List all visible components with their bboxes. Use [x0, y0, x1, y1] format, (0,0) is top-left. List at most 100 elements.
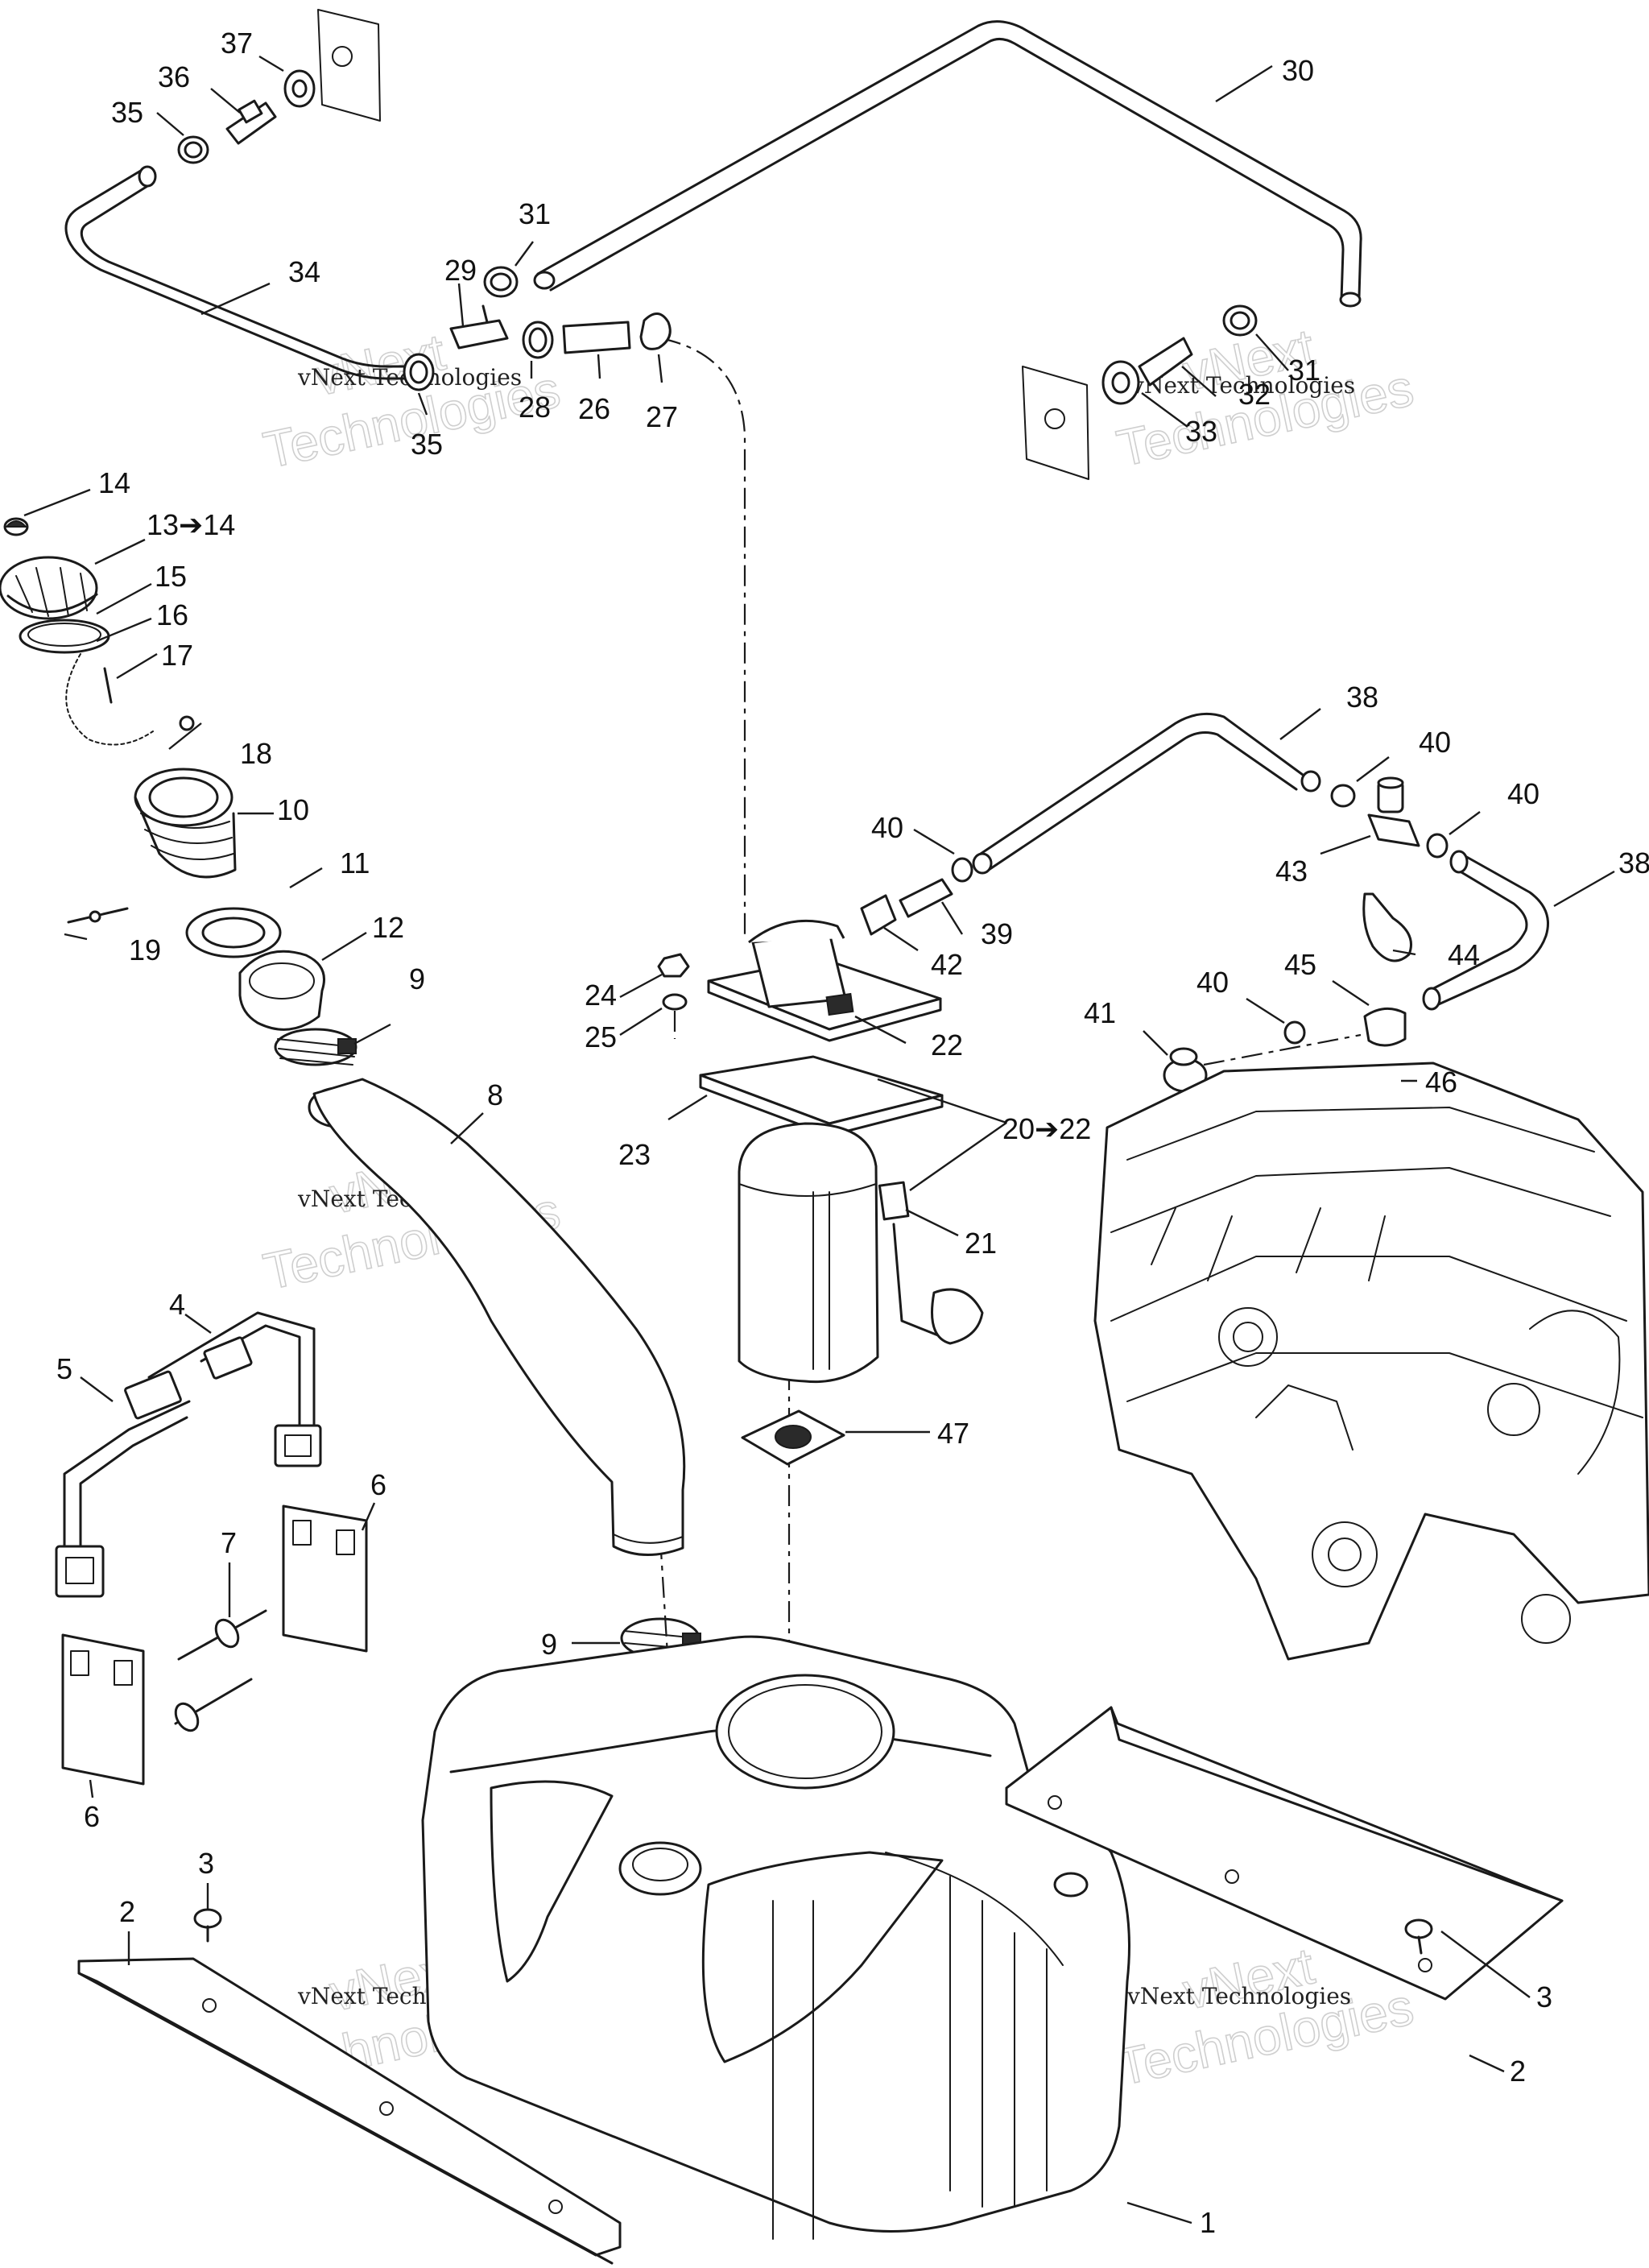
fuel-pump-module [657, 919, 984, 1466]
callout-37: 37 [221, 27, 253, 60]
bracket-6-upper [282, 1504, 368, 1653]
callout-27: 27 [646, 400, 678, 433]
callout-39: 39 [981, 917, 1013, 950]
callout-31-top: 31 [519, 197, 551, 230]
fuel-tank-1 [421, 1635, 1130, 2240]
callout-3-right: 3 [1536, 1980, 1552, 2013]
callout-19: 19 [129, 933, 161, 966]
nut-24 [657, 953, 690, 978]
callout-16: 16 [156, 598, 188, 631]
callout-43: 43 [1275, 855, 1308, 888]
bracket-6-lower [61, 1633, 145, 1786]
callout-40-left: 40 [871, 811, 903, 844]
clamp-40-lower [1283, 1020, 1306, 1045]
engine-block [1093, 1062, 1649, 1661]
tank-straps [55, 1311, 701, 1786]
callout-1: 1 [1200, 2206, 1216, 2239]
clamp-27 [639, 312, 672, 350]
clamp-40-left [951, 857, 973, 883]
callout-41: 41 [1084, 996, 1116, 1029]
callout-38-top: 38 [1346, 681, 1378, 714]
callout-7: 7 [221, 1526, 237, 1559]
cable-tie-44 [1362, 892, 1412, 962]
fuel-supply-line [860, 712, 1549, 1093]
callout-29: 29 [444, 254, 477, 287]
callout-15: 15 [155, 560, 187, 593]
callout-33: 33 [1185, 415, 1217, 448]
callout-3-left: 3 [198, 1847, 214, 1880]
callout-44: 44 [1448, 938, 1480, 971]
mounting-rails [77, 1706, 1564, 2265]
strap-5 [63, 1400, 191, 1548]
callout-40-lower: 40 [1196, 966, 1229, 999]
callout-40-top: 40 [1419, 726, 1451, 759]
callout-23: 23 [618, 1138, 651, 1171]
callout-28: 28 [519, 391, 551, 424]
callout-13-to-14: 13➔14 [147, 508, 235, 541]
vent-hose-34 [64, 168, 412, 380]
float-arm [892, 1223, 944, 1339]
callout-18: 18 [240, 737, 272, 770]
callout-31-right: 31 [1288, 354, 1320, 387]
callout-6-lower: 6 [84, 1800, 100, 1833]
callout-46: 46 [1425, 1066, 1457, 1099]
t-fitting-29 [449, 319, 509, 350]
callout-22: 22 [931, 1028, 963, 1062]
callout-40-right: 40 [1507, 777, 1539, 810]
tee-fitting-43 [1367, 813, 1420, 847]
clamp-40-top [1330, 784, 1356, 808]
washer-25 [662, 993, 688, 1011]
callout-35-upper: 35 [111, 96, 143, 129]
screw-17 [103, 667, 113, 704]
callout-9-lower: 9 [541, 1628, 557, 1661]
callout-4: 4 [169, 1288, 185, 1321]
callout-6-upper: 6 [370, 1468, 386, 1501]
callout-35-lower: 35 [411, 428, 443, 461]
tank-shell [421, 1635, 1130, 2233]
clip-42 [860, 894, 897, 936]
callout-21: 21 [965, 1227, 997, 1260]
callout-30: 30 [1282, 54, 1314, 87]
clamp-45 [1363, 1007, 1407, 1047]
level-sensor-21 [878, 1181, 910, 1221]
fitting-39 [899, 878, 953, 918]
engine-assembly [1093, 1062, 1649, 1661]
callout-11: 11 [340, 846, 370, 879]
filler-cap-13 [0, 556, 98, 620]
fitting-32 [1138, 337, 1193, 387]
hose-26 [562, 321, 631, 354]
float [931, 1288, 984, 1345]
o-ring-15 [19, 619, 110, 654]
screw-3-left [193, 1908, 222, 1929]
callout-26: 26 [578, 392, 610, 425]
pump-body-23 [738, 1122, 879, 1384]
bracket-right [1022, 366, 1089, 480]
vent-hose-assembly [64, 9, 1362, 480]
fuel-hose-38 [977, 712, 1304, 857]
filler-hose-8 [312, 1078, 686, 1556]
watermark-small-top-right: vNext Technologies [1130, 372, 1355, 399]
center-line-vent [659, 337, 746, 934]
tank-filler-port [618, 1841, 702, 1896]
callout-2-left: 2 [119, 1895, 135, 1928]
nut-12 [238, 950, 325, 1031]
callout-45: 45 [1284, 948, 1316, 981]
screw-3-right [1404, 1918, 1433, 1939]
bracket-top [317, 9, 381, 122]
callout-12: 12 [372, 911, 404, 944]
callout-42: 42 [931, 948, 963, 981]
vent-hose-30 [536, 20, 1362, 298]
callout-14: 14 [98, 466, 130, 499]
callout-34: 34 [288, 255, 320, 288]
strap-4 [147, 1311, 316, 1451]
callout-24: 24 [585, 979, 617, 1012]
callout-20-to-22: 20➔22 [1002, 1112, 1091, 1145]
callout-10: 10 [277, 793, 309, 826]
callout-47: 47 [937, 1417, 969, 1450]
callout-labels: 1 2 2 3 3 4 5 6 6 7 8 9 9 10 11 12 13➔14… [56, 27, 1649, 2239]
leader-lines [23, 55, 1615, 2225]
filler-assembly [0, 517, 686, 1556]
callout-38-right: 38 [1618, 846, 1649, 879]
washer-18 [179, 715, 195, 731]
